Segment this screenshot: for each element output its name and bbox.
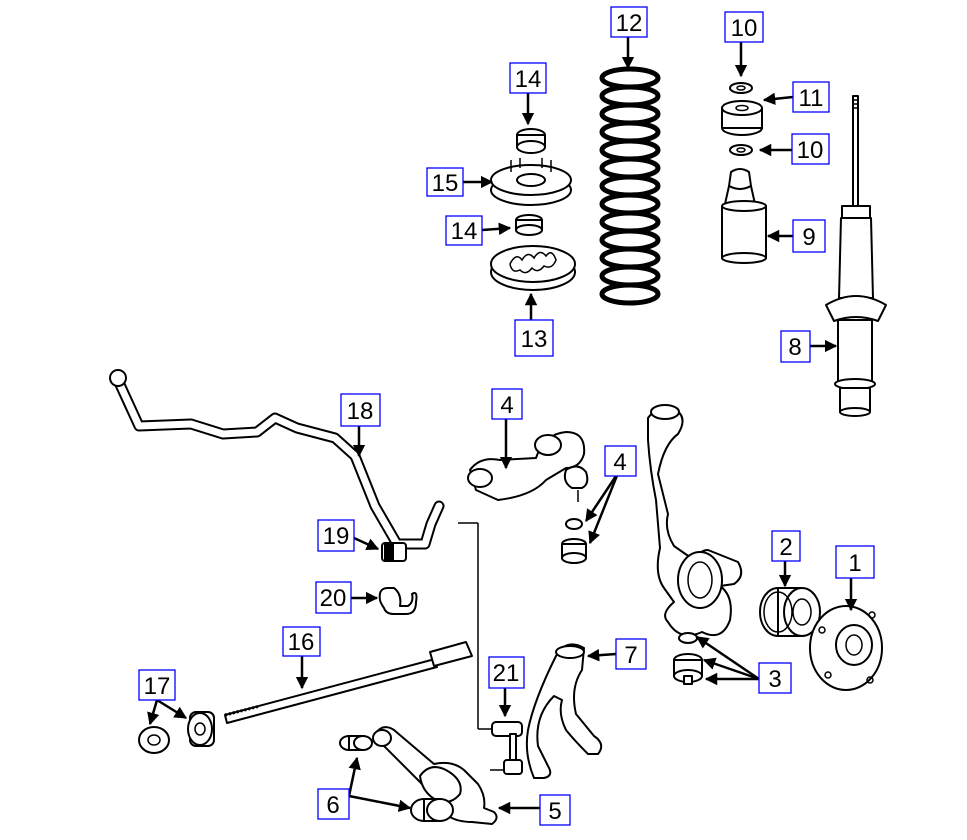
fork-7 <box>525 643 603 779</box>
callout-13: 13 <box>514 319 554 357</box>
washer-10-bottom <box>729 144 753 156</box>
callout-label: 1 <box>848 550 861 577</box>
arm-bushing-6 <box>339 735 454 822</box>
callout-label: 15 <box>432 170 459 197</box>
stabilizer-bushing-19 <box>381 542 407 562</box>
washer-10-top <box>729 82 753 94</box>
callout-label: 18 <box>347 398 374 425</box>
callout-3: 3 <box>758 662 792 694</box>
callout-label: 12 <box>616 10 643 37</box>
callout-label: 5 <box>548 798 561 825</box>
callout-19: 19 <box>317 519 355 552</box>
callout-label: 13 <box>521 326 548 353</box>
callout-label: 3 <box>768 666 781 693</box>
callout-label: 4 <box>613 449 626 476</box>
callout-10-bottom: 10 <box>791 133 830 165</box>
callout-17: 17 <box>138 669 176 701</box>
bump-cap-11 <box>721 100 763 136</box>
callout-label: 14 <box>515 66 542 93</box>
spring-seat-13 <box>490 245 576 291</box>
callout-10-top: 10 <box>724 11 764 43</box>
upper-control-arm-4 <box>467 431 589 502</box>
callout-6: 6 <box>317 788 350 820</box>
wheel-hub-1 <box>809 605 883 691</box>
dust-boot-9 <box>721 168 767 264</box>
coil-spring-12 <box>599 66 661 306</box>
callout-9: 9 <box>792 219 826 253</box>
callout-4-upper: 4 <box>491 388 523 420</box>
callout-label: 10 <box>797 137 824 164</box>
rod-bushing-17 <box>138 711 215 754</box>
callout-label: 19 <box>323 523 350 550</box>
callout-16: 16 <box>282 626 321 657</box>
callout-14-top: 14 <box>509 62 547 94</box>
callout-14-bottom: 14 <box>445 215 483 246</box>
callout-11: 11 <box>792 81 830 113</box>
shock-absorber-8 <box>825 95 887 417</box>
stabilizer-link-21 <box>458 522 523 775</box>
callout-label: 16 <box>288 629 315 656</box>
callout-label: 4 <box>500 392 513 419</box>
callout-label: 20 <box>320 585 347 612</box>
ball-joint-boot-3 <box>673 632 703 685</box>
leader-lines <box>147 37 858 815</box>
bushing-bracket-20 <box>378 587 418 615</box>
callout-label: 17 <box>144 673 171 700</box>
wheel-bearing-2 <box>759 587 821 637</box>
callout-4-lower: 4 <box>604 445 637 477</box>
callout-12: 12 <box>610 6 648 38</box>
steering-knuckle <box>647 404 743 637</box>
upper-bushing-14 <box>516 128 546 154</box>
ball-joint-boot-4 <box>561 518 587 564</box>
callout-8: 8 <box>780 330 811 363</box>
callout-label: 21 <box>493 660 520 687</box>
callout-2: 2 <box>771 530 801 562</box>
callout-label: 10 <box>731 15 758 42</box>
callout-label: 14 <box>451 218 478 245</box>
callout-20: 20 <box>315 581 352 614</box>
callout-1: 1 <box>835 545 875 579</box>
callout-21: 21 <box>488 656 525 689</box>
strut-mount-15 <box>490 158 572 206</box>
callout-label: 8 <box>788 334 801 361</box>
callout-15: 15 <box>426 167 464 197</box>
radius-rod-16 <box>224 641 473 724</box>
stabilizer-bar-18 <box>109 369 445 550</box>
callout-label: 6 <box>326 792 339 819</box>
callout-label: 11 <box>799 85 824 112</box>
callout-7: 7 <box>615 638 647 670</box>
callout-18: 18 <box>340 393 381 427</box>
callout-label: 7 <box>624 642 637 669</box>
lower-control-arm-5 <box>372 726 498 825</box>
callout-label: 9 <box>802 224 815 251</box>
callout-label: 2 <box>779 534 792 561</box>
callout-5: 5 <box>539 794 571 826</box>
lower-bushing-14 <box>515 214 543 236</box>
